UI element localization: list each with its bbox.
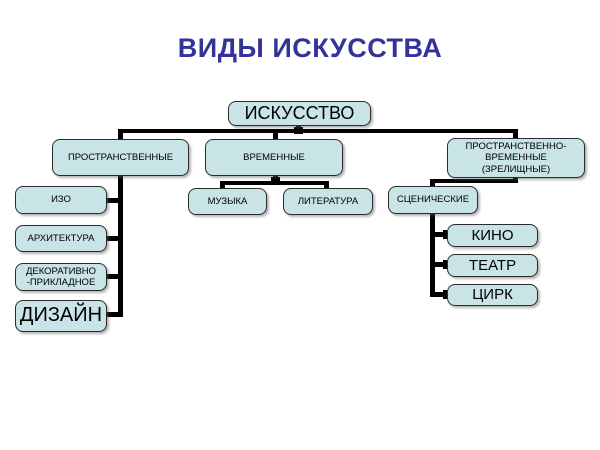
connector-drop-music [220, 181, 225, 189]
node-scenic: СЦЕНИЧЕСКИЕ [388, 186, 478, 214]
node-spatiotemporal-line3: (ЗРЕЛИЩНЫЕ) [481, 163, 551, 175]
node-spatiotemporal-line1: ПРОСТРАНСТВЕННО- [465, 141, 567, 153]
node-music: МУЗЫКА [188, 188, 267, 215]
node-spatiotemporal-line2: ВРЕМЕННЫЕ [485, 152, 547, 164]
node-cinema: КИНО [447, 224, 538, 247]
node-decorative-line2: -ПРИКЛАДНОЕ [26, 277, 96, 288]
connector-temporal-bracket [220, 181, 329, 185]
connector-stub-circus [434, 292, 448, 297]
node-temporal: ВРЕМЕННЫЕ [205, 139, 343, 176]
connector-drop-spatial [118, 129, 123, 140]
node-theater: ТЕАТР [447, 254, 538, 277]
node-spatiotemporal: ПРОСТРАНСТВЕННО- ВРЕМЕННЫЕ (ЗРЕЛИЩНЫЕ) [447, 138, 585, 178]
connector-elbow-horizontal [430, 179, 518, 183]
node-art-root: ИСКУССТВО [228, 101, 371, 126]
connector-stub-cinema [434, 232, 448, 237]
connector-nub-theater [443, 260, 447, 269]
connector-drop-scenic [430, 179, 435, 187]
connector-stub-decorative [102, 274, 118, 279]
node-decorative-applied: ДЕКОРАТИВНО -ПРИКЛАДНОЕ [15, 263, 107, 291]
connector-trunk-left [118, 174, 123, 317]
node-literature: ЛИТЕРАТУРА [283, 188, 373, 215]
connector-stub-architecture [102, 236, 118, 241]
connector-nub-circus [443, 290, 447, 299]
node-circus: ЦИРК [447, 284, 538, 306]
node-decorative-line1: ДЕКОРАТИВНО [25, 265, 97, 277]
connector-main-horizontal [118, 129, 518, 133]
node-architecture: АРХИТЕКТУРА [15, 225, 107, 252]
connector-stub-theater [434, 262, 448, 267]
connector-stub-design [102, 312, 118, 317]
node-izo: ИЗО [15, 186, 107, 214]
node-spatial: ПРОСТРАНСТВЕННЫЕ [52, 139, 189, 176]
connector-drop-temporal [273, 131, 278, 140]
connector-temporal-junction-nub [271, 177, 280, 184]
connector-nub-cinema [443, 230, 447, 239]
slide-title: ВИДЫ ИСКУССТВА [177, 33, 443, 63]
connector-stub-izo [102, 198, 118, 203]
connector-trunk-right [430, 212, 435, 297]
connector-drop-literature [324, 181, 329, 189]
node-design: ДИЗАЙН [15, 300, 107, 332]
connector-drop-spatiotemporal [513, 129, 518, 139]
